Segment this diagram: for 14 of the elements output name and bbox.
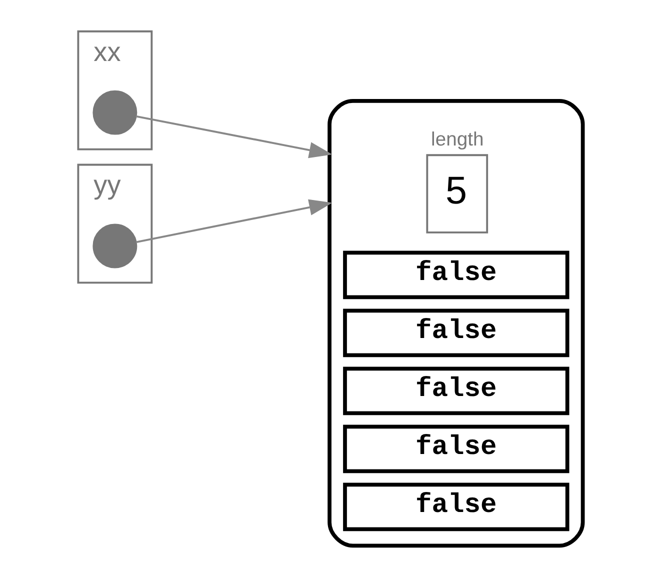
node-label: length [431, 129, 484, 150]
cluster: xx [77, 30, 153, 150]
node-box: 5 [426, 154, 488, 234]
cluster [328, 99, 585, 548]
node-circle [92, 90, 138, 135]
node-box: false [343, 366, 570, 416]
node-box: false [343, 308, 570, 358]
arrow [136, 199, 332, 244]
node-box: false [343, 482, 570, 532]
arrow [136, 115, 332, 158]
node-circle [92, 224, 138, 268]
node-box: false [343, 424, 570, 474]
cluster: yy [77, 164, 153, 284]
node-box: false [343, 250, 570, 300]
